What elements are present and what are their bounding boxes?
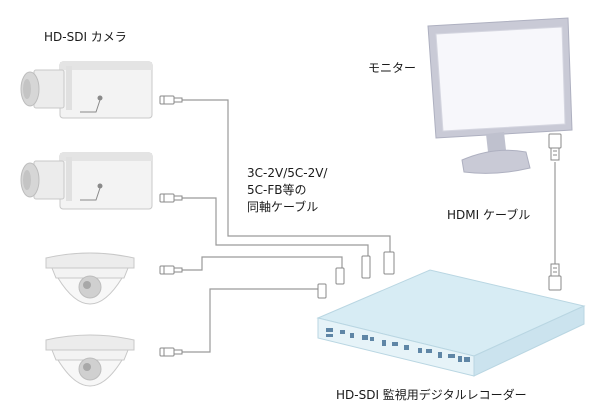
recorder-front-ports <box>326 328 470 362</box>
box-camera-1 <box>20 61 183 119</box>
coax-cable-label-line-3: 同軸ケーブル <box>247 200 319 214</box>
dome-camera-2 <box>45 334 183 387</box>
coax-cable-camera-2 <box>182 197 369 257</box>
coax-cable-camera-1 <box>182 99 391 253</box>
hdmi-connector-bottom <box>548 275 562 291</box>
coax-cable-label: 3C-2V/5C-2V/ 5C-FB等の 同軸ケーブル <box>247 165 327 216</box>
recorder-back-ports <box>317 251 395 299</box>
coax-cable-label-line-2: 5C-FB等の <box>247 183 307 197</box>
coax-cable-label-line-1: 3C-2V/5C-2V/ <box>247 166 328 180</box>
monitor-label: モニター <box>368 61 417 75</box>
cameras-label: HD-SDI カメラ <box>44 30 127 44</box>
coax-cable-dome-2 <box>181 288 325 353</box>
coax-cable-dome-1 <box>181 256 343 271</box>
hdmi-cable <box>548 133 562 291</box>
recorder-label: HD-SDI 監視用デジタルレコーダー <box>336 388 527 402</box>
monitor <box>427 17 573 174</box>
bnc-connector <box>159 265 175 275</box>
box-camera-2 <box>20 152 183 210</box>
bnc-connector <box>159 95 175 105</box>
digital-recorder <box>316 251 586 377</box>
bnc-connector <box>159 347 175 357</box>
hdmi-cable-label: HDMI ケーブル <box>447 208 531 222</box>
hdmi-connector-top <box>548 133 562 149</box>
bnc-connector <box>159 193 175 203</box>
dome-camera-1 <box>45 252 183 305</box>
